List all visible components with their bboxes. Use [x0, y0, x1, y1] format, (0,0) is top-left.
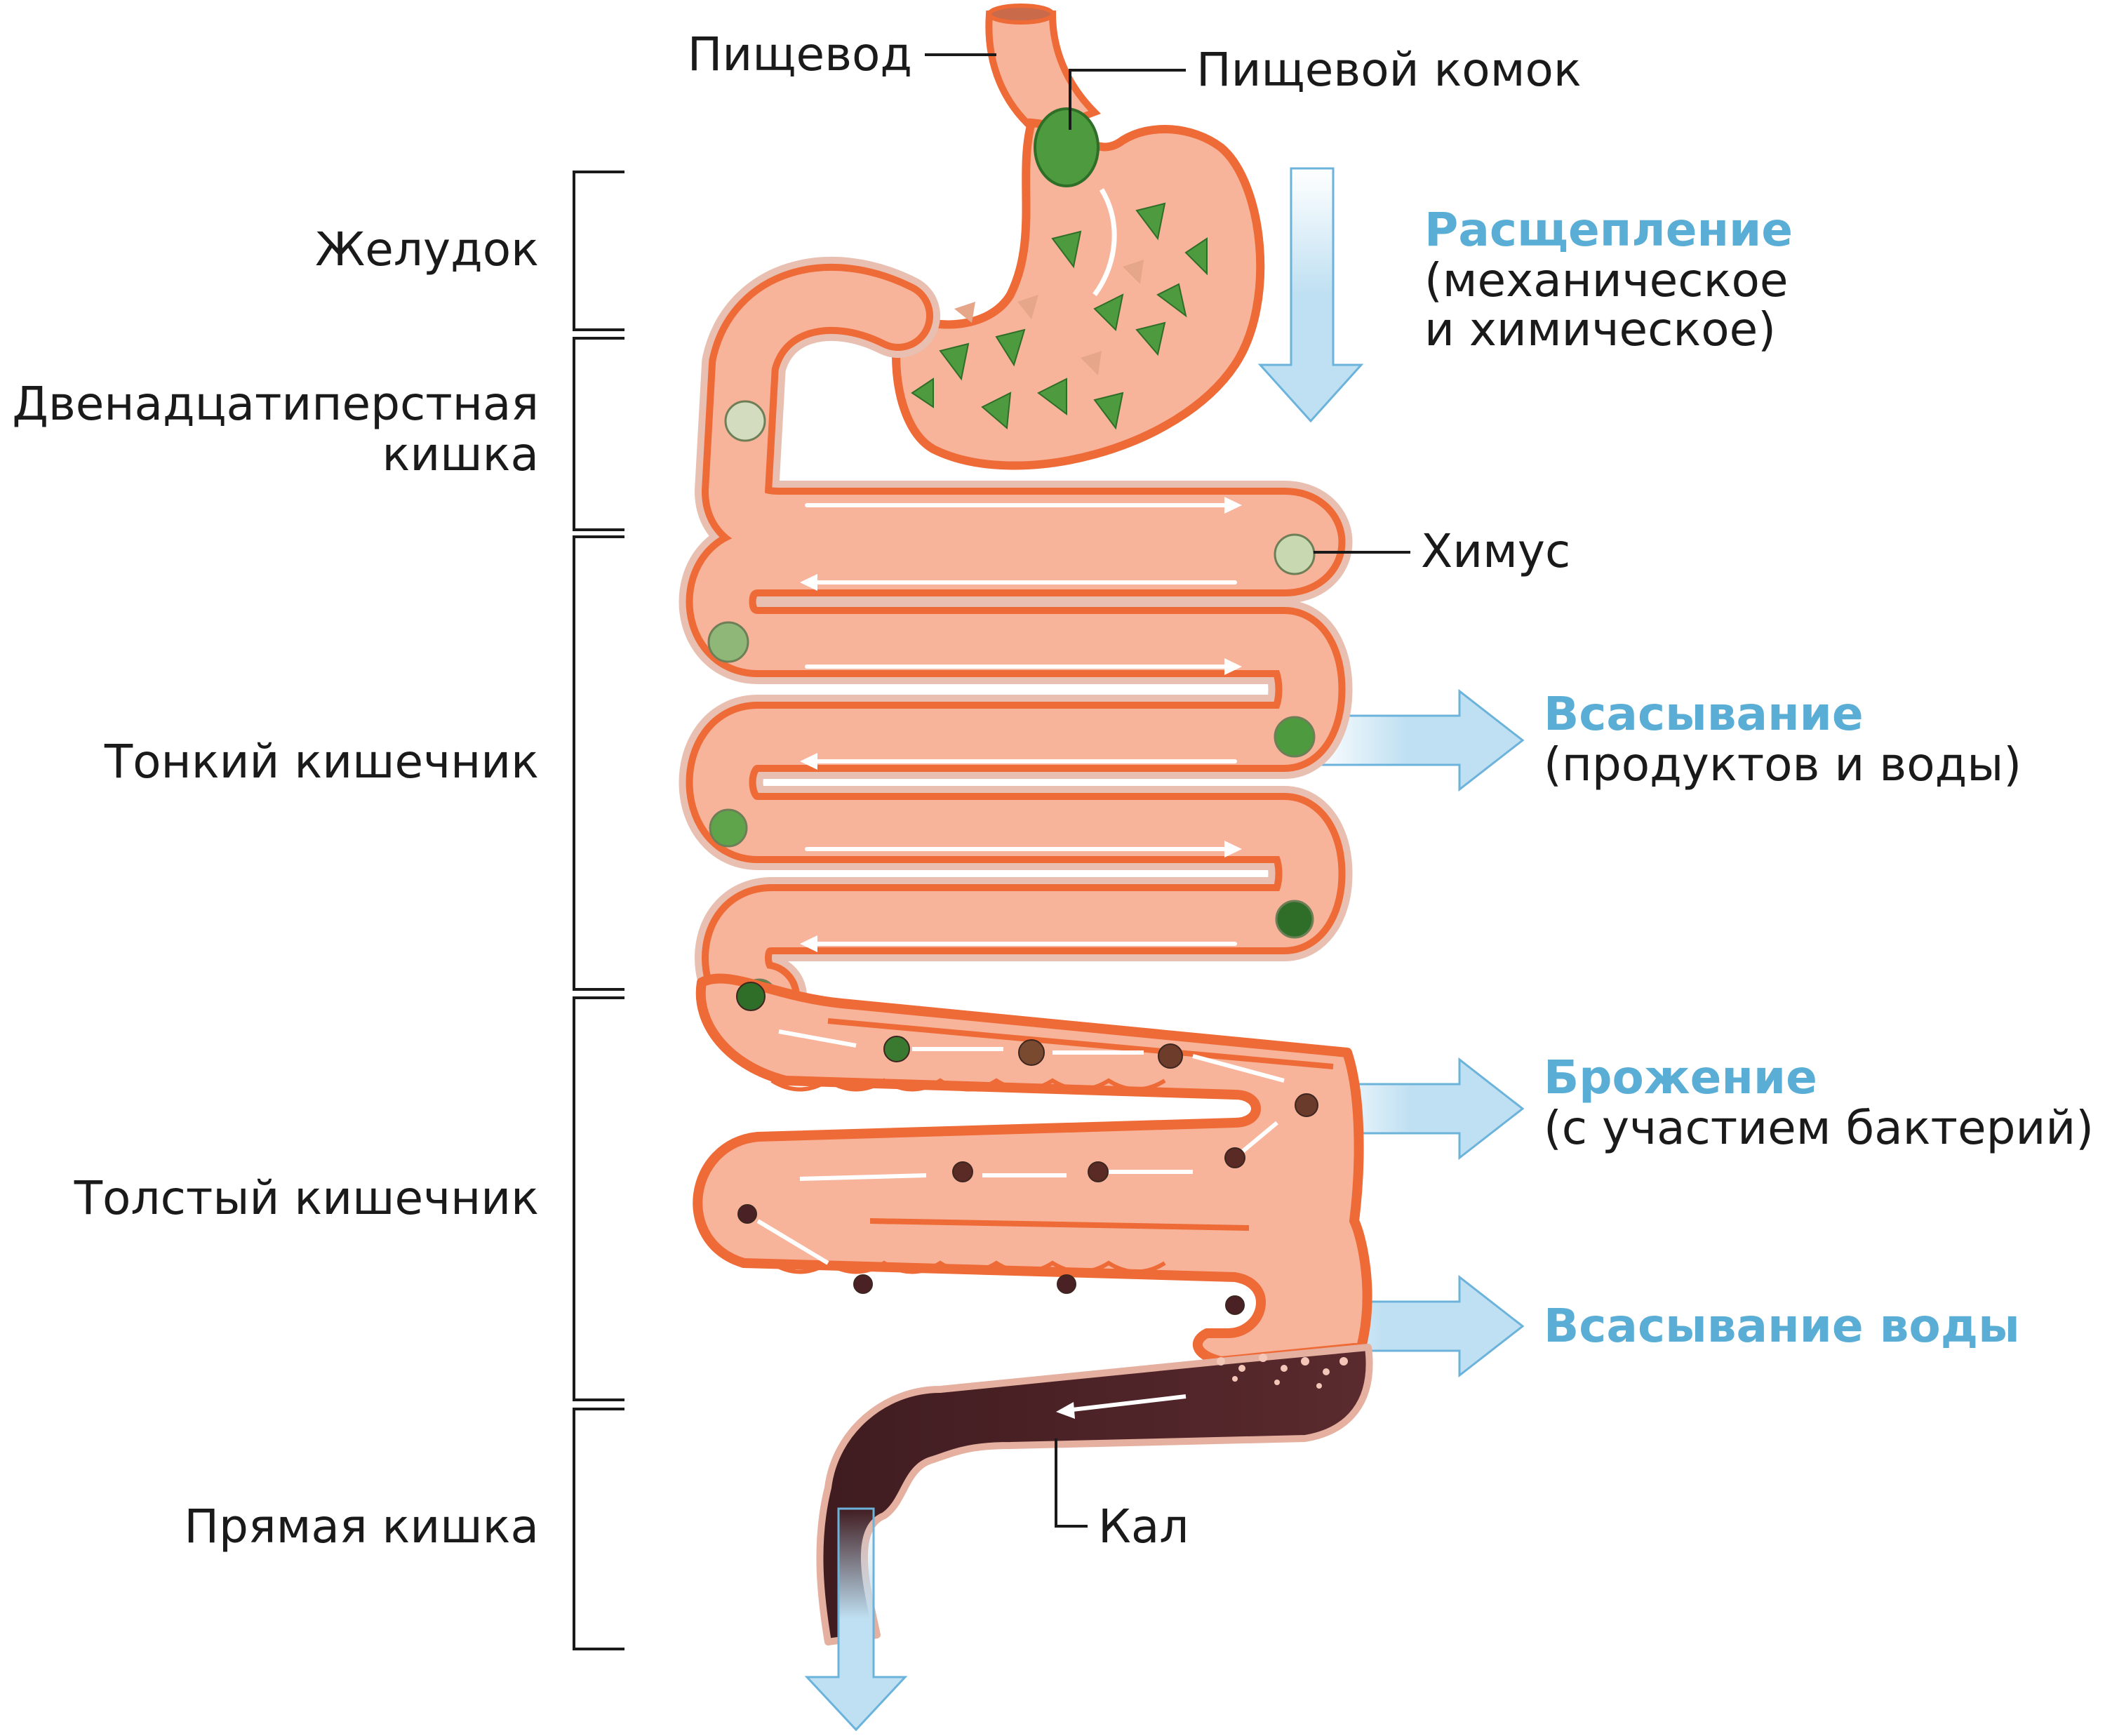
section-label-duodenum-line2: кишка	[382, 427, 539, 481]
rectum	[816, 1344, 1373, 1645]
process-absorption-title: Всасывание	[1544, 687, 1864, 741]
label-bolus: Пищевой комок	[1196, 43, 1582, 97]
bracket-large-intestine	[573, 996, 624, 1401]
bracket-small-intestine	[573, 535, 624, 991]
section-label-rectum: Прямая кишка	[184, 1500, 539, 1554]
food-bolus	[1034, 107, 1100, 187]
breakdown-arrow	[1257, 167, 1364, 423]
process-breakdown-line1: (механическое	[1424, 253, 1788, 307]
section-label-large-intestine: Толстый кишечник	[74, 1171, 539, 1225]
bracket-duodenum	[573, 337, 624, 531]
bracket-rectum	[573, 1408, 624, 1650]
leader-feces	[1055, 1438, 1088, 1528]
section-label-stomach: Желудок	[315, 222, 539, 276]
absorption-arrow	[1311, 688, 1525, 792]
process-absorption-line1: (продуктов и воды)	[1544, 737, 2022, 792]
label-esophagus: Пищевод	[688, 27, 912, 81]
section-label-small-intestine: Тонкий кишечник	[104, 735, 539, 789]
label-feces: Кал	[1098, 1500, 1189, 1554]
process-breakdown-line2: и химическое)	[1424, 302, 1776, 356]
leader-bolus	[1069, 69, 1186, 130]
section-brackets	[573, 171, 624, 1650]
process-fermentation-line1: (с участием бактерий)	[1544, 1101, 2094, 1155]
process-fermentation-title: Брожение	[1544, 1050, 1817, 1104]
exit-arrow	[804, 1507, 908, 1732]
chyme-balls	[707, 400, 1316, 1015]
bracket-stomach	[573, 171, 624, 331]
label-chyme: Химус	[1421, 524, 1570, 578]
large-intestine	[693, 973, 1372, 1366]
section-label-duodenum-line1: Двенадцатиперстная	[12, 377, 539, 431]
pellets	[736, 982, 1318, 1315]
process-water-absorption-title: Всасывание воды	[1544, 1299, 2020, 1353]
stomach	[762, 107, 1265, 470]
process-breakdown-title: Расщепление	[1424, 203, 1793, 257]
